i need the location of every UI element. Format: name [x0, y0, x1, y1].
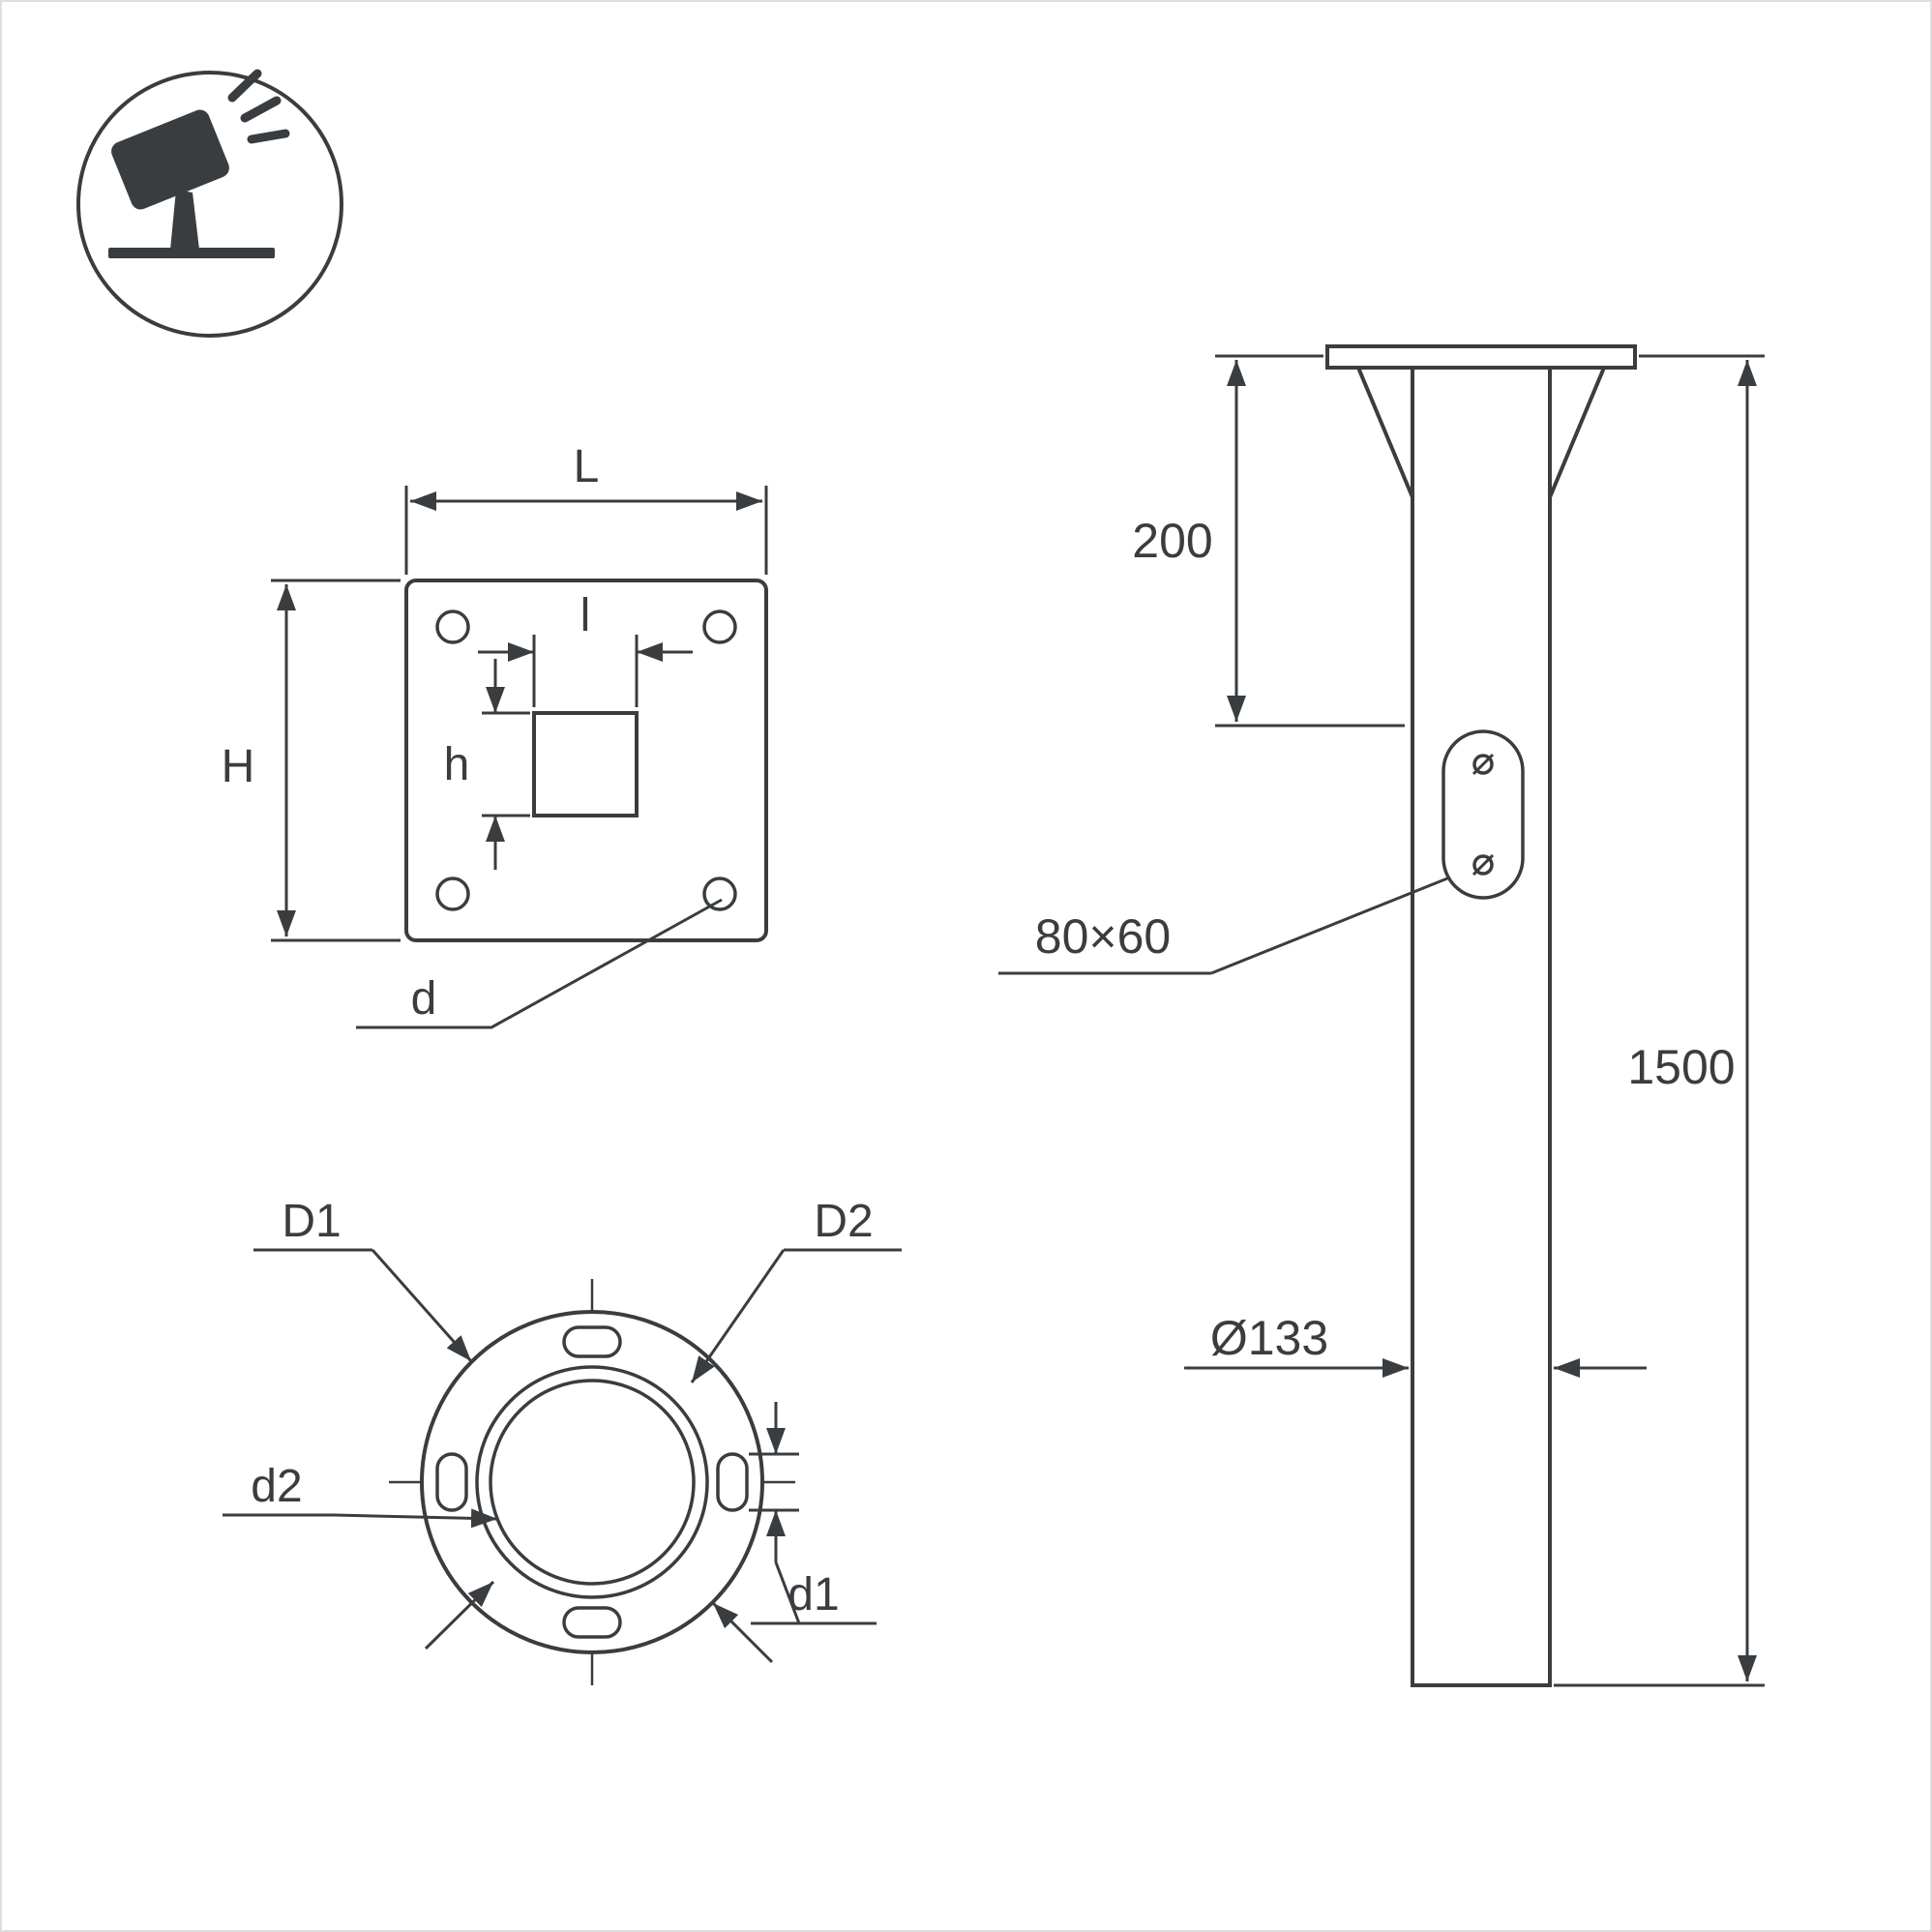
dimension-D1-label: D1 [282, 1196, 341, 1247]
floodlight-icon [76, 69, 343, 338]
light-rays-icon [227, 69, 290, 144]
dimension-D1: D1 [253, 1196, 774, 1664]
pole-side-view: 80×60 200 1500 Ø133 [998, 344, 1765, 1687]
dimension-l-label: l [580, 590, 591, 641]
dimension-d2: d2 [223, 1461, 498, 1529]
dimension-d2-label: d2 [251, 1461, 302, 1512]
gusset-left [1356, 367, 1414, 498]
dimension-L-label: L [574, 441, 600, 492]
dimension-l: l [478, 590, 693, 707]
hatch-screw-icon [1472, 754, 1494, 775]
floodlight-base [108, 248, 275, 258]
dimension-1500-label: 1500 [1627, 1040, 1735, 1094]
tube-inner-circle [489, 1379, 696, 1586]
dimension-d1: d1 [749, 1402, 877, 1625]
hatch-size-label: 80×60 [1035, 909, 1171, 964]
dimension-L: L [404, 441, 768, 575]
top-flange-plate [1325, 344, 1637, 370]
floodlight-stand [170, 190, 199, 250]
flange-outer-circle [420, 1310, 764, 1654]
bolt-slot [562, 1325, 622, 1358]
dimension-D2-label: D2 [814, 1196, 873, 1247]
dimension-200: 200 [1132, 354, 1405, 728]
hatch-screw-icon [1472, 854, 1494, 876]
leader-d-label: d [411, 973, 437, 1025]
dimension-133-label: Ø133 [1210, 1311, 1328, 1365]
gusset-right [1548, 367, 1606, 498]
dimension-h-label: h [444, 739, 470, 790]
dimension-h: h [444, 659, 530, 870]
dimension-1500: 1500 [1554, 354, 1765, 1687]
leader-hatch-size: 80×60 [998, 877, 1448, 975]
access-hatch [1442, 729, 1525, 900]
flange-top-view: L H l h d [222, 441, 768, 1029]
corner-hole [435, 877, 470, 911]
dimension-D2: D2 [424, 1196, 902, 1650]
dimension-d1-label: d1 [788, 1569, 839, 1620]
bolt-slot [716, 1452, 749, 1512]
hatch-screw-slot [1471, 853, 1495, 877]
bolt-slot [562, 1606, 622, 1639]
tube-outer-circle [475, 1365, 709, 1599]
corner-hole [435, 609, 470, 644]
hatch-outline [1442, 729, 1525, 900]
dimension-H: H [222, 579, 401, 942]
hatch-screw-slot [1471, 753, 1495, 776]
corner-hole [702, 609, 737, 644]
dimension-H-label: H [222, 741, 255, 792]
dimension-200-label: 200 [1132, 514, 1212, 568]
pole-tube [1411, 368, 1552, 1687]
flange-bottom-view: D1 D2 d2 d1 [223, 1196, 902, 1685]
corner-hole [702, 877, 737, 911]
center-square-hole [532, 711, 639, 817]
floodlight-body [111, 109, 229, 210]
bolt-slot [435, 1452, 468, 1512]
dimension-diameter-133: Ø133 [1184, 1311, 1647, 1378]
icon-circle [76, 71, 343, 338]
leader-d: d [356, 898, 723, 1029]
